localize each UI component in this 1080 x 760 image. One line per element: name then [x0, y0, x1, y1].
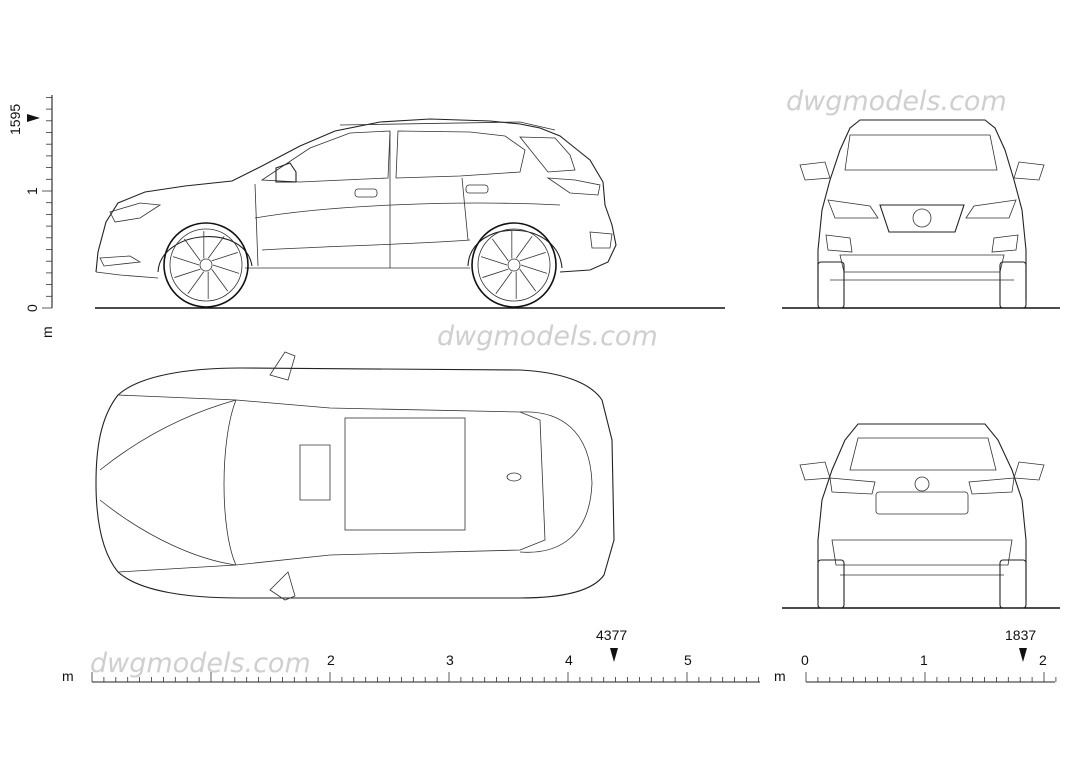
side-rear-arch: [467, 229, 563, 269]
width-tick-1: 1: [920, 652, 928, 668]
rear-view: [782, 423, 1060, 609]
top-cabin: [223, 399, 546, 566]
length-marker-label: 4377: [596, 627, 627, 643]
front-right-headlight: [965, 199, 1017, 219]
width-scale-ticks: [805, 672, 1057, 682]
wheel-spoke: [187, 271, 205, 294]
length-units-label: m: [62, 668, 74, 684]
top-view: [95, 351, 615, 601]
front-left-tire: [817, 261, 845, 309]
front-logo: [912, 208, 932, 228]
front-windshield: [844, 134, 998, 171]
length-marker-arrow: [610, 648, 618, 662]
width-marker-label: 1837: [1005, 627, 1036, 643]
side-view: [95, 118, 725, 309]
front-left-mirror: [799, 161, 831, 181]
side-mirror: [275, 162, 297, 183]
side-rear-wheel: [471, 222, 557, 308]
width-marker-arrow: [1019, 648, 1027, 662]
wheel-spoke: [172, 256, 200, 266]
front-grille: [879, 204, 965, 233]
wheel-spoke: [212, 264, 240, 274]
front-lower-intake: [839, 254, 1005, 273]
front-body-outline: [817, 119, 1027, 300]
height-marker-arrow: [27, 114, 40, 122]
rear-left-taillight: [829, 477, 876, 495]
length-tick-4: 4: [565, 652, 573, 668]
height-scale-ticks: [42, 97, 52, 309]
top-windshield-edge: [299, 444, 331, 501]
top-left-mirror: [269, 351, 296, 381]
rear-left-tire: [817, 559, 845, 609]
length-tick-3: 3: [446, 652, 454, 668]
watermark-center: dwgmodels.com: [437, 321, 658, 352]
wheel-spoke: [207, 236, 225, 259]
wheel-spoke: [480, 256, 508, 266]
top-right-mirror: [269, 571, 296, 601]
front-right-tire: [999, 261, 1027, 309]
length-scale-ticks: [91, 672, 759, 682]
width-tick-2: 2: [1039, 652, 1047, 668]
length-tick-5: 5: [684, 652, 692, 668]
wheel-spoke: [515, 236, 533, 259]
height-scale: 0 1 1595 m: [7, 95, 55, 338]
length-scale: m 2 3 4 5 4377: [62, 627, 760, 684]
rear-right-mirror: [1013, 461, 1045, 481]
side-front-arch: [157, 236, 253, 273]
wheel-spoke: [519, 268, 537, 292]
height-tick-1: 1: [24, 187, 40, 195]
side-front-window: [260, 130, 391, 183]
front-view: [782, 119, 1060, 309]
wheel-spoke: [211, 268, 229, 292]
width-scale: m 0 1 2 1837: [774, 627, 1057, 684]
rear-left-mirror: [799, 461, 831, 481]
rear-logo: [914, 476, 930, 492]
side-front-wheel: [163, 222, 249, 308]
rear-body-outline: [817, 423, 1027, 600]
height-tick-0: 0: [24, 304, 40, 312]
height-marker-label: 1595: [7, 104, 23, 135]
watermark-bottom-left: dwgmodels.com: [90, 648, 311, 679]
side-taillight: [546, 177, 601, 196]
side-headlight: [109, 202, 162, 223]
rear-right-taillight: [968, 477, 1015, 495]
front-right-mirror: [1013, 161, 1045, 181]
top-body-outline: [95, 367, 615, 599]
top-rear-window: [519, 411, 593, 553]
side-front-handle: [354, 188, 378, 198]
side-rear-window: [395, 130, 526, 179]
rear-window: [849, 437, 997, 471]
width-tick-0: 0: [801, 652, 809, 668]
wheel-spoke: [183, 238, 201, 262]
rear-right-tire: [999, 559, 1027, 609]
height-units-label: m: [39, 326, 55, 338]
width-units-label: m: [774, 668, 786, 684]
rear-plate-area: [875, 491, 969, 515]
side-rear-handle: [465, 184, 489, 194]
top-sunroof: [344, 417, 466, 531]
wheel-spoke: [482, 268, 509, 278]
wheel-spoke: [519, 252, 546, 262]
wheel-spoke: [520, 264, 548, 274]
front-left-headlight: [827, 199, 879, 219]
wheel-spoke: [174, 268, 201, 278]
wheel-spoke: [495, 271, 513, 294]
top-antenna: [506, 472, 522, 482]
length-tick-2: 2: [327, 652, 335, 668]
wheel-spoke: [491, 238, 509, 262]
side-body-outline: [95, 118, 617, 273]
rear-bumper: [831, 539, 1013, 566]
watermark-top-right: dwgmodels.com: [786, 86, 1007, 117]
wheel-spoke: [211, 252, 238, 262]
